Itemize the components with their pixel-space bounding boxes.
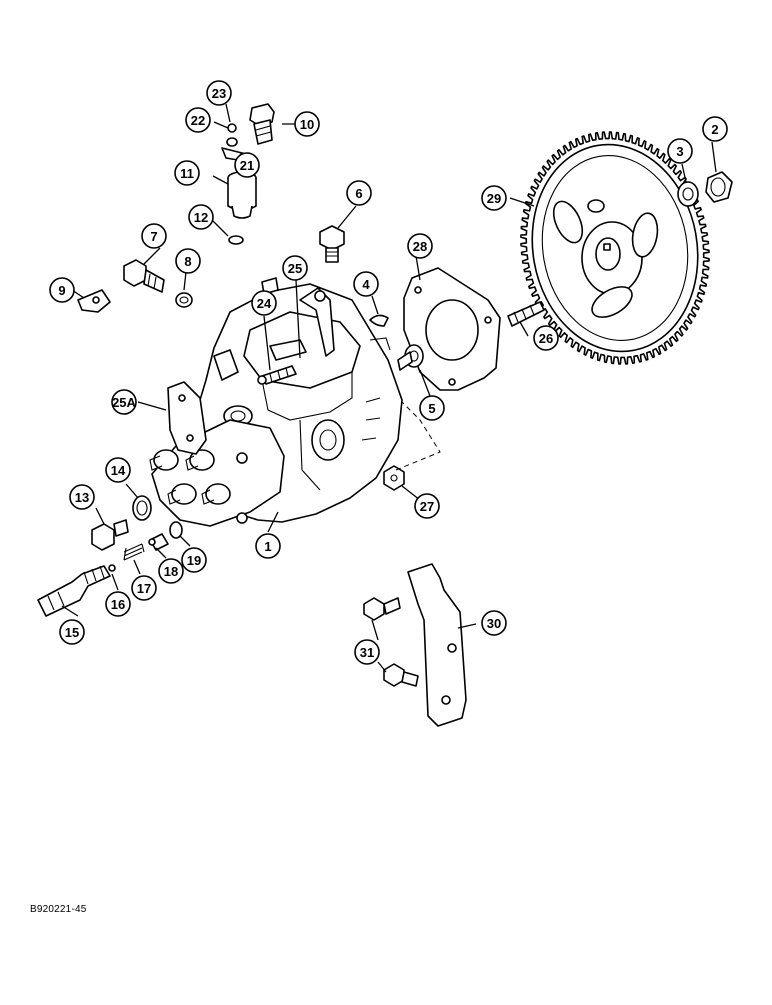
callout-label: 12: [194, 210, 208, 225]
callout-25a: 25A: [111, 389, 137, 415]
shaft-washer: [397, 344, 424, 371]
callout-label: 17: [137, 581, 151, 596]
callout-label: 26: [539, 331, 553, 346]
callout-31: 31: [354, 639, 380, 665]
callout-5: 5: [419, 395, 445, 421]
stud: [507, 301, 545, 327]
callout-3: 3: [667, 138, 693, 164]
seal-ring: [169, 521, 183, 539]
callout-11: 11: [174, 160, 200, 186]
callout-label: 27: [420, 499, 434, 514]
plug-bolt: [91, 519, 129, 551]
drive-gear: [520, 131, 710, 365]
callout-15: 15: [59, 619, 85, 645]
callout-30: 30: [481, 610, 507, 636]
o-ring: [228, 235, 244, 245]
woodruff-key: [369, 314, 389, 327]
callout-8: 8: [175, 248, 201, 274]
callout-25: 25: [282, 255, 308, 281]
callout-label: 19: [187, 553, 201, 568]
callout-label: 13: [75, 490, 89, 505]
callout-label: 7: [150, 229, 157, 244]
callout-label: 15: [65, 625, 79, 640]
callout-22: 22: [185, 107, 211, 133]
hex-nut: [383, 465, 405, 491]
callout-12: 12: [188, 204, 214, 230]
figure-code: B920221-45: [30, 904, 87, 915]
lock-washer: [677, 181, 699, 207]
callout-label: 29: [487, 191, 501, 206]
callout-26: 26: [533, 325, 559, 351]
mounting-plate: [167, 381, 207, 455]
callout-24: 24: [251, 290, 277, 316]
lever-bolts: [257, 365, 297, 385]
callout-label: 23: [212, 86, 226, 101]
mounting-gasket: [403, 267, 501, 391]
callout-17: 17: [131, 575, 157, 601]
valve-body: [148, 533, 169, 551]
callout-label: 5: [428, 401, 435, 416]
callout-18: 18: [158, 558, 184, 584]
callout-label: 28: [413, 239, 427, 254]
banjo-bolt: [249, 103, 275, 145]
callout-23: 23: [206, 80, 232, 106]
callout-label: 25: [288, 261, 302, 276]
callout-label: 25A: [112, 395, 136, 410]
callout-10: 10: [294, 111, 320, 137]
inlet-fitting: [37, 565, 111, 617]
callout-1: 1: [255, 533, 281, 559]
callout-6: 6: [346, 180, 372, 206]
small-nut: [227, 123, 237, 133]
spring: [123, 543, 145, 561]
callout-label: 31: [360, 645, 374, 660]
callout-label: 3: [676, 144, 683, 159]
callout-13: 13: [69, 484, 95, 510]
callout-29: 29: [481, 185, 507, 211]
support-bracket: [407, 563, 467, 727]
callout-27: 27: [414, 493, 440, 519]
callout-14: 14: [105, 457, 131, 483]
gear-nut: [705, 171, 733, 203]
callout-4: 4: [353, 271, 379, 297]
callout-label: 8: [184, 254, 191, 269]
sealing-washer: [175, 292, 193, 308]
callout-2: 2: [702, 116, 728, 142]
callout-label: 10: [300, 117, 314, 132]
callout-9: 9: [49, 277, 75, 303]
callout-label: 14: [111, 463, 126, 478]
callout-label: 24: [257, 296, 272, 311]
callout-19: 19: [181, 547, 207, 573]
callout-label: 30: [487, 616, 501, 631]
retaining-clip: [77, 289, 111, 313]
bracket-bolt-lower: [383, 663, 419, 687]
callout-label: 16: [111, 597, 125, 612]
copper-washer: [132, 495, 152, 521]
callout-group: 1234567891011121314151617181921222324252…: [49, 80, 728, 665]
callout-label: 9: [58, 283, 65, 298]
callout-label: 4: [362, 277, 370, 292]
callout-21: 21: [234, 152, 260, 178]
callout-label: 22: [191, 113, 205, 128]
callout-label: 18: [164, 564, 178, 579]
washer-small: [226, 137, 238, 147]
callout-28: 28: [407, 233, 433, 259]
callout-label: 1: [264, 539, 271, 554]
callout-label: 21: [240, 158, 254, 173]
bleed-fitting: [319, 225, 345, 263]
callout-16: 16: [105, 591, 131, 617]
callout-label: 2: [711, 122, 718, 137]
hollow-bolt: [123, 259, 165, 293]
leader-lines: [61, 103, 717, 673]
callout-label: 11: [180, 166, 194, 181]
callout-label: 6: [355, 186, 362, 201]
callout-7: 7: [141, 223, 167, 249]
bracket-bolt-upper: [363, 597, 401, 621]
small-ball: [108, 564, 116, 572]
